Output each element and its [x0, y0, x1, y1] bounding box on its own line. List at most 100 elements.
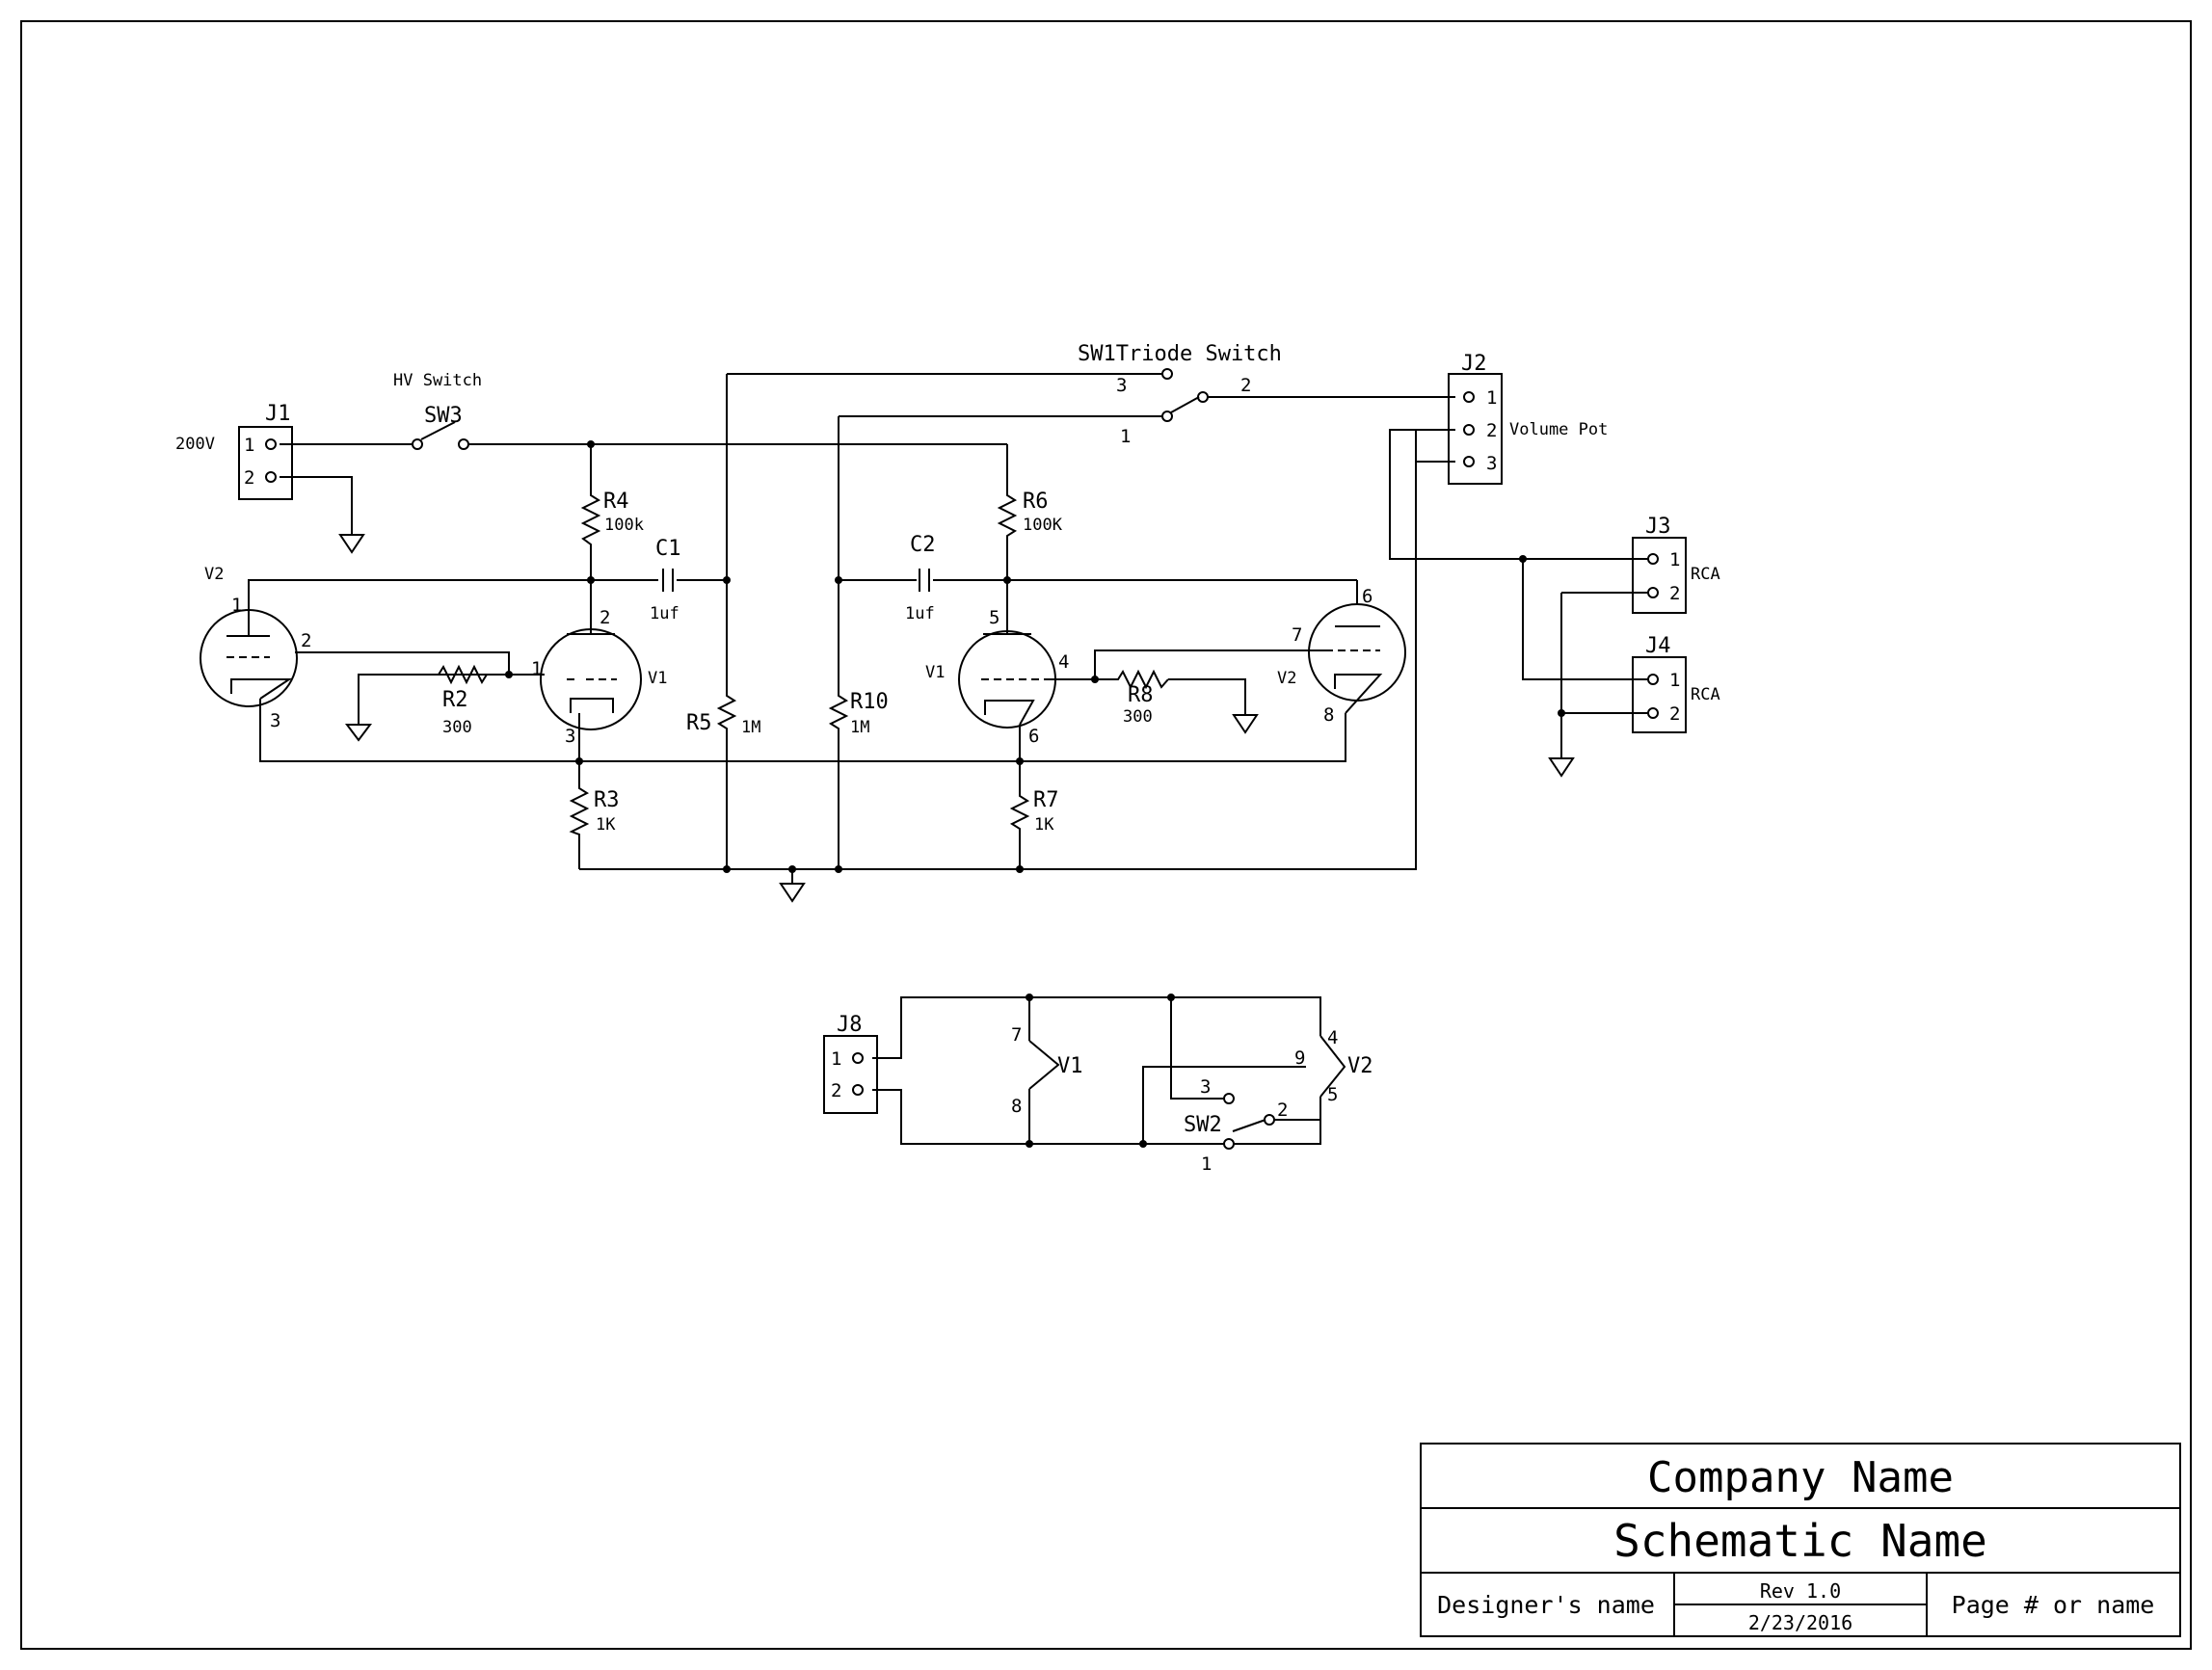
- switch-sw1: [1161, 368, 1209, 422]
- r10-value: 1M: [850, 718, 869, 737]
- r3-value: 1K: [596, 815, 616, 835]
- pin-number: 2: [1240, 375, 1251, 396]
- pin-number: 4: [1327, 1027, 1338, 1048]
- pin-number: 1: [231, 595, 242, 616]
- r8-value: 300: [1123, 707, 1153, 727]
- resistor-r7: [1009, 790, 1030, 835]
- ground-symbol: [1232, 714, 1259, 734]
- c2-label: C2: [910, 533, 936, 557]
- j8-label: J8: [837, 1013, 863, 1037]
- pin-number: 5: [1327, 1084, 1338, 1105]
- pin-number: 2: [244, 467, 254, 489]
- pin-number: 1: [531, 658, 542, 679]
- r6-label: R6: [1023, 490, 1049, 514]
- v200-label: 200V: [175, 435, 215, 454]
- pin-number: 3: [270, 710, 280, 731]
- pin-number: 1: [1486, 387, 1497, 409]
- sw2-label: SW2: [1184, 1113, 1222, 1137]
- pin-number: 1: [831, 1048, 841, 1070]
- heater-v2: [1319, 1035, 1346, 1098]
- connector-j8: [823, 1035, 878, 1114]
- pin-number: 8: [1011, 1096, 1022, 1117]
- r3-label: R3: [594, 788, 620, 812]
- hv-switch-label: HV Switch: [393, 371, 482, 390]
- r10-label: R10: [850, 690, 889, 714]
- pin-number: 2: [301, 630, 311, 651]
- pin-number: 5: [989, 607, 999, 628]
- resistor-r3: [569, 782, 590, 838]
- c1-value: 1uf: [650, 604, 680, 623]
- r4-value: 100k: [604, 516, 644, 535]
- j2-label: J2: [1461, 352, 1487, 376]
- resistor-r5: [716, 692, 737, 732]
- resistor-r10: [828, 692, 849, 732]
- title-block-text: Company Name Schematic Name Designer's n…: [1437, 1453, 2154, 1634]
- page-name: Page # or name: [1952, 1591, 2155, 1619]
- tube-v1-left: [540, 628, 642, 732]
- switch-sw3: [412, 421, 469, 450]
- pin-number: 6: [1028, 726, 1039, 747]
- designer-name: Designer's name: [1437, 1591, 1655, 1619]
- v2-right-label: V2: [1277, 669, 1296, 688]
- resistor-r2: [424, 664, 509, 685]
- r7-label: R7: [1033, 788, 1059, 812]
- v1-right-label: V1: [925, 663, 945, 682]
- connector-j4: [1632, 656, 1687, 733]
- connector-j1: [238, 426, 293, 500]
- sheet-border: [20, 20, 2192, 1650]
- r7-value: 1K: [1034, 815, 1054, 835]
- rca-j4-label: RCA: [1691, 685, 1720, 704]
- pin-number: 1: [244, 435, 254, 456]
- revision: Rev 1.0: [1760, 1579, 1841, 1603]
- pin-numbers: 1 2 1 2 3 1 2 1 2 1 2 3 1 2 1 2 3 2 1 3 …: [231, 375, 1680, 1175]
- connectors: [238, 373, 1687, 1114]
- pin-number: 2: [831, 1080, 841, 1101]
- resistor-r8: [1095, 669, 1169, 690]
- pin-number: 9: [1294, 1047, 1305, 1069]
- connector-j2: [1448, 373, 1503, 485]
- r2-label: R2: [442, 688, 468, 712]
- ground-symbol: [779, 883, 806, 903]
- pin-number: 1: [1201, 1153, 1212, 1175]
- pin-number: 3: [565, 726, 575, 747]
- v2-heater-label: V2: [1347, 1054, 1373, 1078]
- pin-number: 3: [1200, 1076, 1211, 1098]
- title-block: [1420, 1443, 2181, 1637]
- pin-number: 4: [1058, 651, 1069, 673]
- junction-dots: [505, 440, 1565, 1148]
- r5-value: 1M: [741, 718, 760, 737]
- pin-number: 2: [1486, 420, 1497, 441]
- sw3-label: SW3: [424, 404, 463, 428]
- pin-number: 7: [1011, 1024, 1022, 1046]
- c2-value: 1uf: [905, 604, 935, 623]
- volume-pot-label: Volume Pot: [1509, 420, 1608, 439]
- v1-heater-label: V1: [1057, 1054, 1083, 1078]
- connector-pins: [265, 391, 1659, 1096]
- r2-value: 300: [442, 718, 472, 737]
- pin-number: 3: [1486, 453, 1497, 474]
- schematic-name: Schematic Name: [1613, 1515, 1987, 1567]
- ground-symbol: [338, 534, 365, 554]
- rca-j3-label: RCA: [1691, 565, 1720, 584]
- pin-number: 3: [1116, 375, 1127, 396]
- tube-v1-right: [958, 630, 1056, 729]
- company-name: Company Name: [1647, 1453, 1954, 1502]
- switch-sw2: [1223, 1093, 1275, 1150]
- tube-v2-left: [200, 609, 298, 707]
- pin-number: 7: [1292, 624, 1302, 646]
- date: 2/23/2016: [1748, 1611, 1852, 1634]
- ground-symbol: [345, 724, 372, 742]
- j3-label: J3: [1645, 515, 1671, 539]
- r6-value: 100K: [1023, 516, 1063, 535]
- sw1-label: SW1Triode Switch: [1078, 342, 1282, 366]
- pin-number: 2: [1669, 703, 1680, 725]
- pin-number: 1: [1120, 426, 1131, 447]
- grounds: [338, 534, 1575, 903]
- pin-number: 1: [1669, 670, 1680, 691]
- resistor-r4: [580, 490, 601, 552]
- r5-label: R5: [686, 711, 712, 735]
- pin-number: 2: [1669, 583, 1680, 604]
- resistor-r6: [997, 490, 1018, 540]
- labels: HV Switch SW3 SW1Triode Switch SW2 J1 J2…: [175, 342, 1720, 1137]
